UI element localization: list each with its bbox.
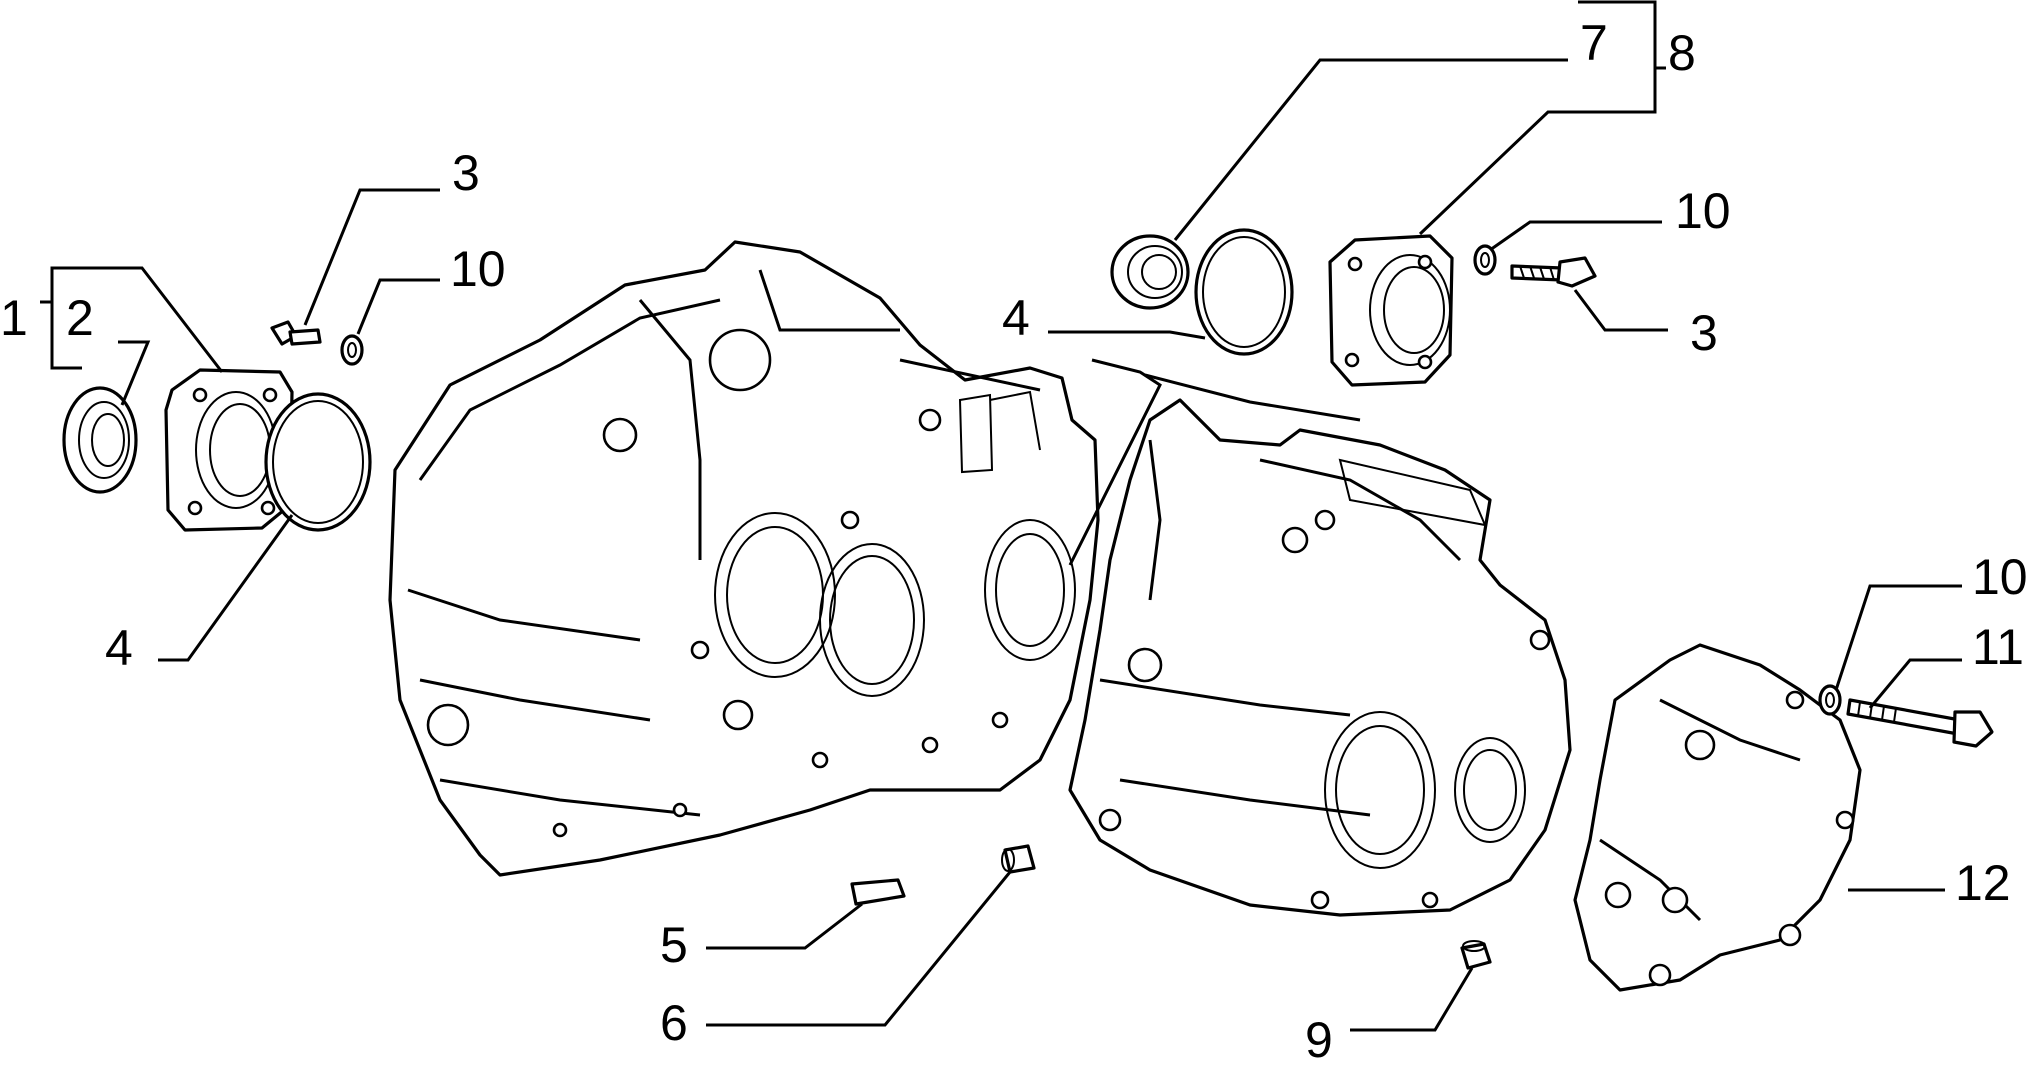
callout-6: 6 xyxy=(660,995,688,1051)
rear-cover xyxy=(1573,643,1862,992)
bolt-right xyxy=(1510,256,1597,288)
gearbox-housing-main xyxy=(388,240,1100,877)
callout-9: 9 xyxy=(1305,1012,1333,1061)
callout-2: 2 xyxy=(66,290,94,346)
oil-seal-right xyxy=(1110,234,1190,310)
callout-10-left: 10 xyxy=(450,241,506,297)
dowel-pin xyxy=(1001,844,1036,874)
callout-4-left: 4 xyxy=(105,620,133,676)
callout-12: 12 xyxy=(1955,855,2011,911)
oil-seal-left xyxy=(62,386,138,494)
o-ring-right xyxy=(1194,228,1294,356)
drain-plug xyxy=(1460,940,1492,970)
callout-labels: 1 2 3 10 4 4 7 8 10 3 10 11 12 5 6 9 xyxy=(0,15,2028,1066)
washer-left xyxy=(340,334,364,366)
washer-rear xyxy=(1818,684,1842,716)
callout-3-left: 3 xyxy=(452,145,480,201)
callout-5: 5 xyxy=(660,917,688,973)
callout-10-rear: 10 xyxy=(1972,549,2028,605)
washer-right xyxy=(1473,244,1497,276)
callout-7: 7 xyxy=(1580,15,1608,71)
leader-lines xyxy=(40,0,1962,1032)
flange-left xyxy=(164,368,294,532)
bolt-left xyxy=(270,320,322,346)
callout-1: 1 xyxy=(0,290,28,346)
callout-10-right: 10 xyxy=(1675,183,1731,239)
callout-3-right: 3 xyxy=(1690,305,1718,361)
callout-11: 11 xyxy=(1972,619,2024,675)
gearbox-housing-secondary xyxy=(1068,398,1572,917)
o-ring-left xyxy=(264,392,372,532)
flange-right xyxy=(1328,234,1454,387)
small-plate xyxy=(850,878,906,906)
callout-8: 8 xyxy=(1668,25,1696,81)
long-bolt xyxy=(1846,698,1994,748)
callout-4-right: 4 xyxy=(1002,290,1030,346)
